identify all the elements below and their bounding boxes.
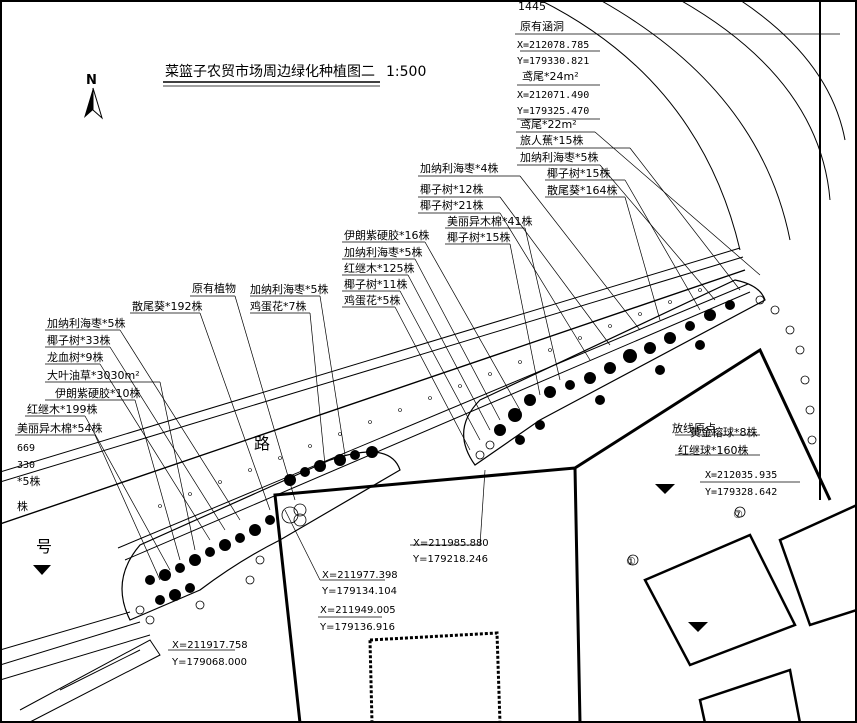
paved-walkway — [19, 639, 161, 723]
leader-lines — [15, 33, 840, 651]
label-setout-origin: 放线原点 — [672, 421, 716, 435]
label-frangipani-c: 鸡蛋花*5株 — [344, 293, 401, 307]
road-curb-posts — [158, 288, 702, 508]
label-dracaena-l: 龙血树*9株 — [47, 350, 104, 364]
label-grass-l: 大叶油草*3030m² — [47, 368, 140, 382]
label-iris-22: 鸢尾*22m² — [520, 117, 577, 131]
label-coconut-m3: 椰子树*15株 — [447, 230, 511, 244]
label-ficus-c: 伊朗紫硬胶*16株 — [344, 228, 430, 242]
label-areca-tr: 散尾葵*164株 — [547, 183, 618, 197]
coord-y-bl: Y=179068.000 — [171, 657, 247, 668]
label-group-center: 伊朗紫硬胶*16株 加纳利海枣*5株 红继木*125株 椰子树*11株 鸡蛋花*… — [344, 228, 430, 307]
coord-y-r: Y=179328.642 — [705, 487, 777, 498]
label-silk-floss-m: 美丽异木棉*41株 — [447, 214, 533, 228]
label-group-coords-bottom: X=211985.880 Y=179218.246 X=211977.398 Y… — [171, 538, 489, 668]
label-loropetalum-l: 红继木*199株 — [27, 402, 98, 416]
label-coconut-m1: 椰子树*12株 — [420, 182, 484, 196]
label-coconut-tr: 椰子树*15株 — [547, 166, 611, 180]
shrub-clusters — [145, 300, 735, 605]
label-group-left: 加纳利海枣*5株 椰子树*33株 龙血树*9株 大叶油草*3030m² 伊朗紫硬… — [17, 316, 141, 513]
planting-beds — [121, 279, 766, 621]
label-canary-palm-tr: 加纳利海枣*5株 — [520, 150, 599, 164]
coord-x-r: X=212035.935 — [705, 470, 777, 481]
coord-x-b1: X=211977.398 — [322, 570, 398, 581]
market-building — [273, 347, 832, 723]
label-top-cut: 1445 — [518, 0, 546, 13]
label-canary-palm-l: 加纳利海枣*5株 — [47, 316, 126, 330]
label-group-right: 放线原点 黄金榕球*8株 红继球*160株 X=212035.935 Y=179… — [672, 421, 777, 498]
label-group-top-right: 1445 原有涵洞 X=212078.785 Y=179330.821 鸢尾*2… — [517, 0, 618, 197]
label-loropetalum-ball: 红继球*160株 — [678, 443, 749, 457]
shrub-outline-clusters — [135, 295, 817, 625]
road-label: 路 — [254, 434, 270, 453]
coord-y-b2: Y=179136.916 — [319, 622, 395, 633]
label-canary-palm-c: 加纳利海枣*5株 — [344, 245, 423, 259]
grid-marker-1: ① — [626, 555, 636, 568]
label-silk-floss-l: 美丽异木棉*54株 — [17, 421, 103, 435]
label-ficus-l: 伊朗紫硬胶*10株 — [55, 386, 141, 400]
coord-y-2: Y=179325.470 — [517, 106, 589, 117]
label-coconut-m2: 椰子树*21株 — [420, 198, 484, 212]
coord-x-c: X=211985.880 — [413, 538, 489, 549]
north-arrow-icon: N — [84, 73, 103, 120]
label-iris-24: 鸢尾*24m² — [522, 69, 579, 83]
coord-x-1: X=212078.785 — [517, 40, 589, 51]
label-golden-ficus: 黄金榕球*8株 — [690, 425, 758, 439]
svg-text:N: N — [86, 73, 97, 88]
road-edges — [0, 247, 751, 681]
label-canary-palm-m: 加纳利海枣*4株 — [420, 161, 499, 175]
label-coconut-l: 椰子树*33株 — [47, 333, 111, 347]
label-canary-palm-lc: 加纳利海枣*5株 — [250, 282, 329, 296]
coord-x-b2: X=211949.005 — [320, 605, 396, 616]
curved-road-lines — [539, 0, 846, 251]
left-edge-label: 号 — [36, 537, 52, 556]
label-cut-330: 330 — [17, 460, 35, 471]
coord-y-c: Y=179218.246 — [412, 554, 488, 565]
coord-y-b1: Y=179134.104 — [321, 586, 397, 597]
tree-symbols — [281, 503, 746, 566]
building-blocks — [643, 503, 857, 723]
label-cut-zhu: 株 — [17, 499, 28, 513]
label-loropetalum-c: 红继木*125株 — [344, 261, 415, 275]
label-cut-5: *5株 — [17, 474, 41, 488]
coord-x-bl: X=211917.758 — [172, 640, 248, 651]
coord-x-2: X=212071.490 — [517, 90, 589, 101]
triangle-markers — [33, 484, 708, 632]
label-frangipani-lc: 鸡蛋花*7株 — [250, 299, 307, 313]
label-areca-lc: 散尾葵*192株 — [132, 299, 203, 313]
drawing-title: 菜篮子农贸市场周边绿化种植图二 — [165, 63, 375, 80]
grid-marker-7: ⑦ — [733, 508, 743, 521]
coord-y-1: Y=179330.821 — [517, 56, 589, 67]
label-coconut-c: 椰子树*11株 — [344, 277, 408, 291]
label-group-left-center: 原有植物 加纳利海枣*5株 鸡蛋花*7株 散尾葵*192株 — [132, 281, 329, 313]
label-cut-669: 669 — [17, 443, 35, 454]
label-existing-plants: 原有植物 — [192, 281, 236, 295]
label-group-middle: 加纳利海枣*4株 椰子树*12株 椰子树*21株 美丽异木棉*41株 椰子树*1… — [420, 161, 533, 244]
drawing-scale: 1:500 — [386, 64, 426, 80]
label-culvert: 原有涵洞 — [520, 19, 564, 33]
label-ravenala: 旅人蕉*15株 — [520, 133, 584, 147]
